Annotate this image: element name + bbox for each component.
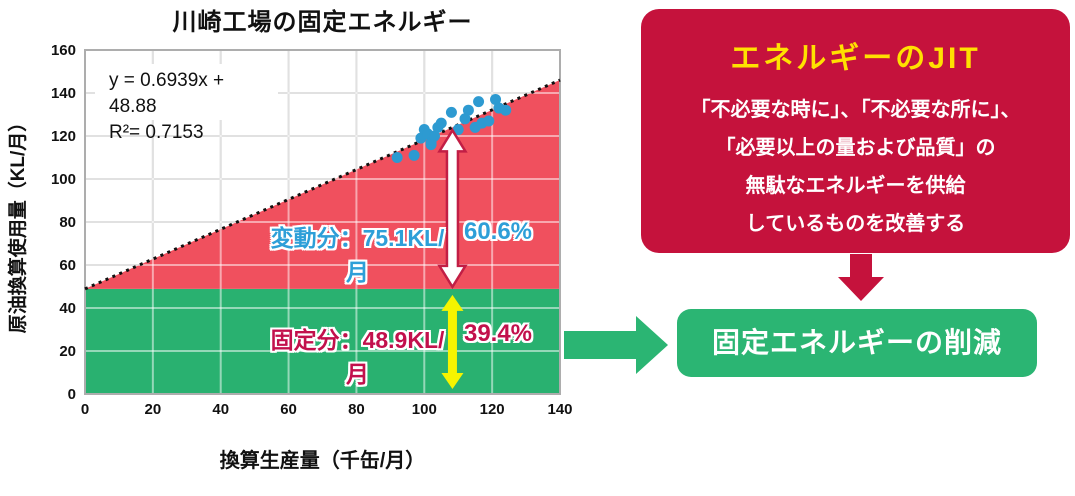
down-arrow-icon: [838, 254, 884, 301]
data-point: [459, 113, 471, 125]
x-tick-label: 140: [547, 401, 572, 418]
y-tick-label: 100: [51, 171, 76, 188]
fixed-energy-area: [85, 288, 560, 394]
x-tick-label: 0: [81, 401, 89, 418]
action-card: 固定エネルギーの削減: [677, 309, 1037, 377]
energy-jit-title: エネルギーのJIT: [730, 42, 981, 75]
data-point: [473, 96, 485, 108]
x-tick-label: 20: [145, 401, 162, 418]
y-axis-label: 原油換算使用量（KL/月）: [8, 112, 29, 334]
x-tick-label: 40: [212, 401, 229, 418]
energy-jit-card: エネルギーのJIT 「不必要な時に」、「不必要な所に」、 「必要以上の量および品…: [641, 9, 1070, 253]
data-point: [408, 149, 420, 161]
y-tick-label: 20: [59, 343, 76, 360]
variable-energy-area: [85, 80, 560, 289]
r-squared-value: R²= 0.7153: [109, 122, 204, 143]
data-point: [435, 117, 447, 129]
energy-jit-description: 「不必要な時に」、「不必要な所に」、 「必要以上の量および品質」の 無駄なエネル…: [690, 99, 1021, 235]
data-point: [445, 106, 457, 118]
action-card-label: 固定エネルギーの削減: [711, 327, 1002, 358]
data-point: [452, 124, 464, 136]
x-tick-label: 120: [480, 401, 505, 418]
y-tick-label: 160: [51, 42, 76, 59]
x-tick-label: 60: [280, 401, 297, 418]
data-point: [462, 104, 474, 116]
y-tick-label: 60: [59, 257, 76, 274]
fixed-portion-percentage: 39.4%: [463, 320, 533, 347]
regression-equation: y = 0.6939x + 48.88: [109, 70, 225, 117]
data-point: [483, 115, 495, 127]
variable-range-arrow: [437, 127, 468, 290]
fixed-portion-label: 固定分：48.9KL/月: [270, 327, 445, 387]
fixed-range-arrow: [441, 294, 464, 389]
variable-portion-label: 変動分：75.1KL/月: [270, 225, 445, 285]
data-point: [500, 104, 512, 116]
plot-border: [84, 49, 561, 395]
y-tick-label: 120: [51, 128, 76, 145]
x-axis-label: 換算生産量（千缶/月）: [219, 450, 426, 472]
data-point: [428, 130, 440, 142]
y-tick-label: 80: [59, 214, 76, 231]
data-point: [391, 152, 403, 163]
y-tick-label: 0: [68, 386, 76, 403]
data-point: [490, 93, 502, 105]
x-tick-label: 100: [412, 401, 437, 418]
x-tick-label: 80: [348, 401, 365, 418]
variable-portion-percentage: 60.6%: [463, 218, 533, 245]
chart-title: 川崎工場の固定エネルギー: [172, 9, 473, 36]
y-tick-label: 40: [59, 300, 76, 317]
y-tick-label: 140: [51, 85, 76, 102]
right-arrow-icon: [564, 316, 668, 374]
regression-equation-box: y = 0.6939x + 48.88 R²= 0.7153: [95, 64, 278, 143]
